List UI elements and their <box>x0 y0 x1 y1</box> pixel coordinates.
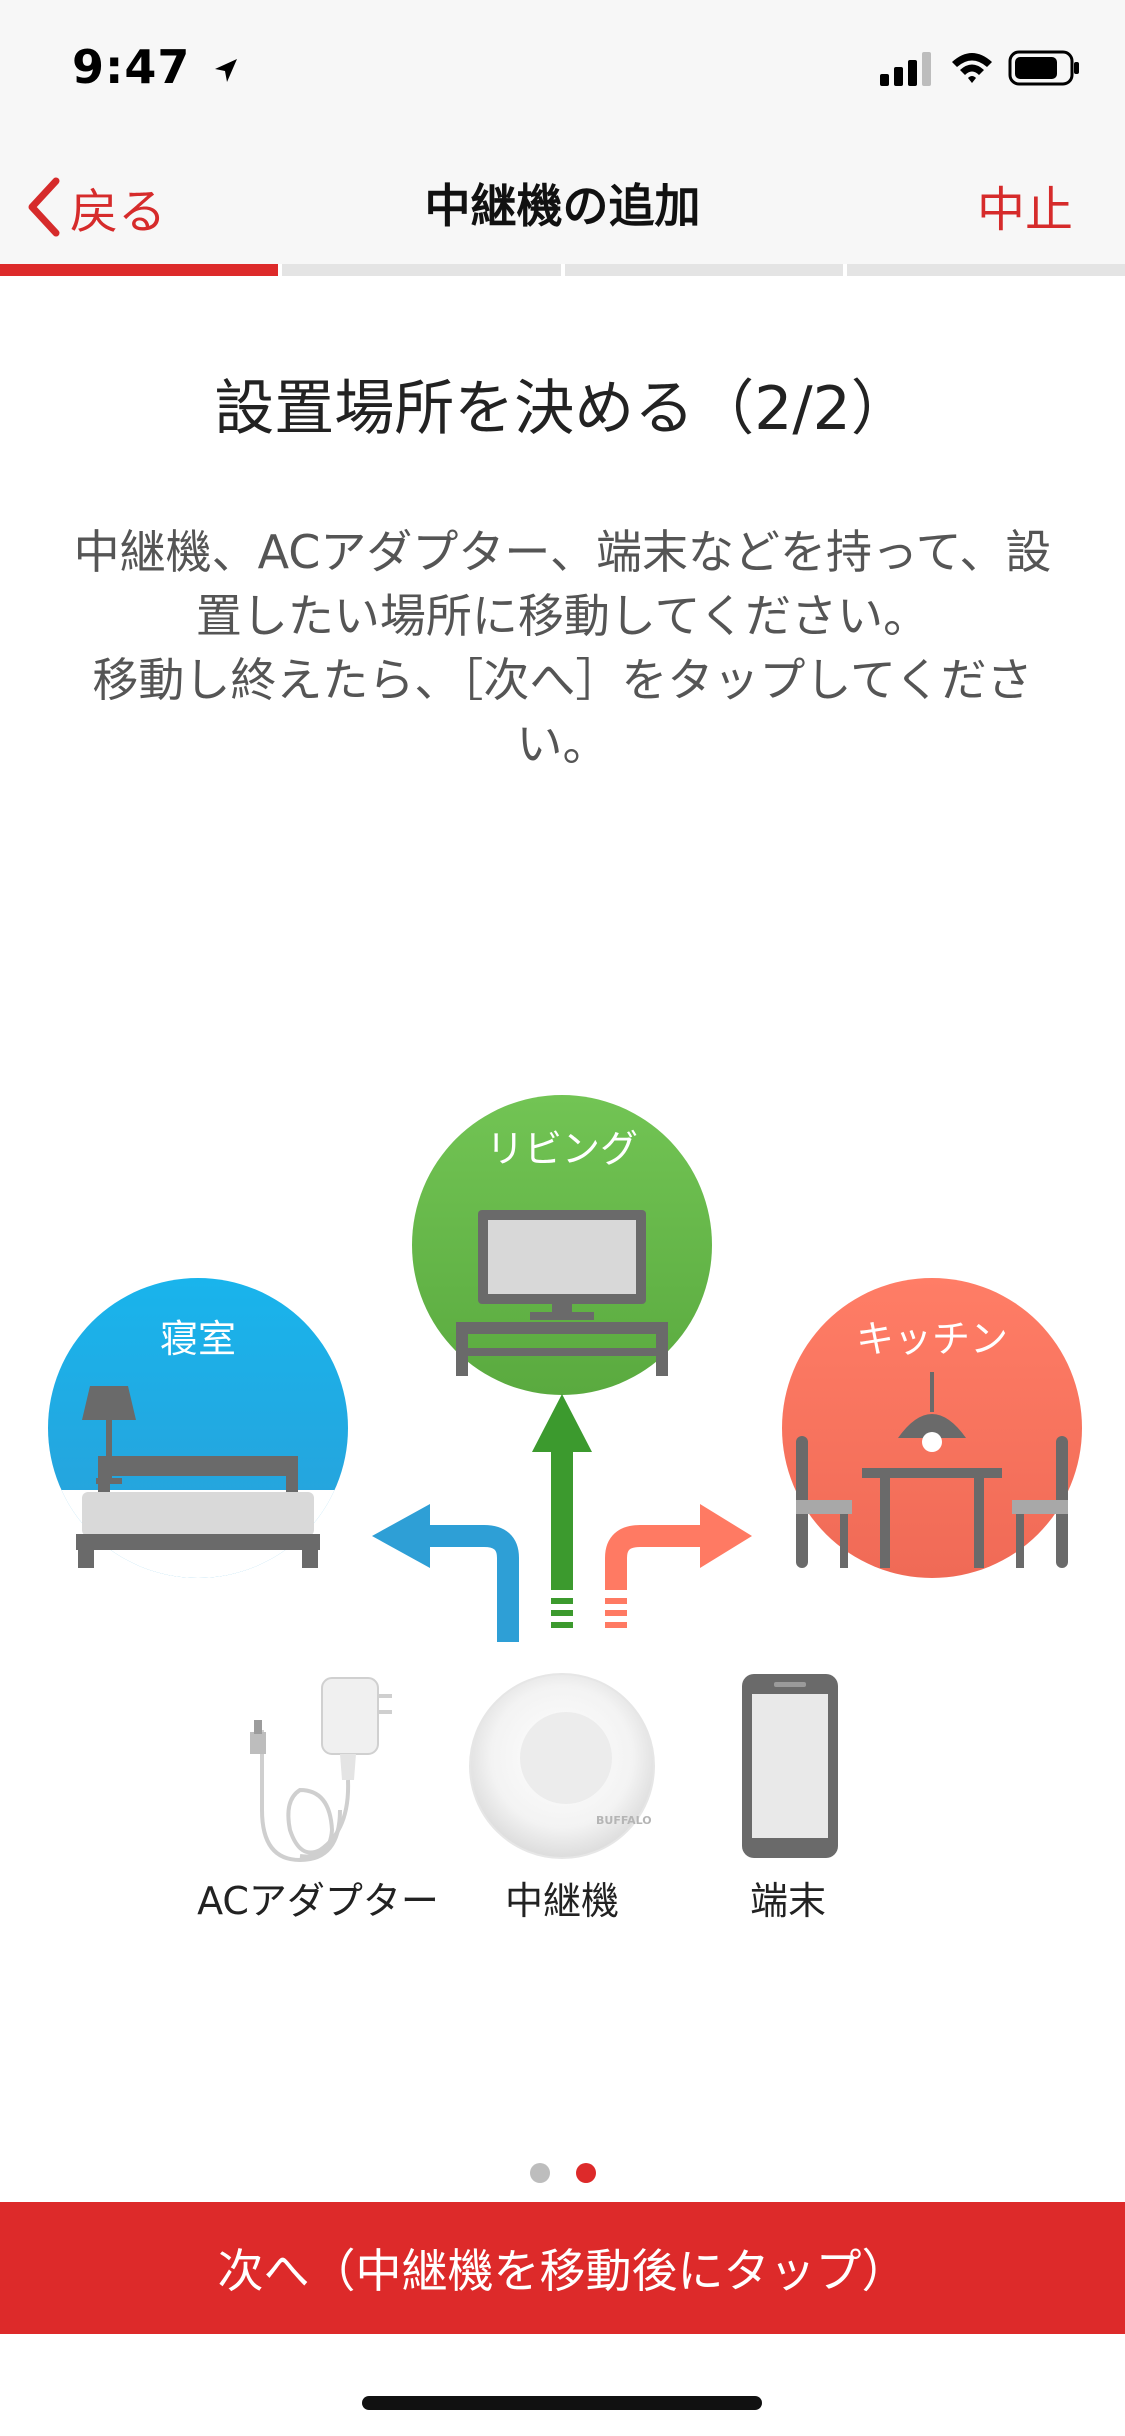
back-label: 戻る <box>70 184 167 240</box>
ac-adapter-icon <box>250 1677 392 1863</box>
kitchen-label: キッチン <box>856 1317 1008 1361</box>
arrow-to-living-icon <box>532 1394 592 1628</box>
battery-icon <box>1008 50 1079 86</box>
chevron-left-icon <box>28 177 60 237</box>
back-button[interactable]: 戻る <box>24 162 166 252</box>
living-room-icon: リビング <box>412 1095 712 1395</box>
page-dot-2 <box>575 2163 596 2183</box>
step-heading: 設置場所を決める（2/2） <box>214 374 911 444</box>
home-indicator <box>362 2396 762 2410</box>
next-button[interactable]: 次へ（中継機を移動後にタップ） <box>0 2202 1125 2334</box>
page-dot-1 <box>529 2163 550 2183</box>
bedroom-label: 寝室 <box>160 1317 236 1361</box>
repeater-device-icon: BUFFALO <box>469 1673 655 1859</box>
progress-segment-3 <box>564 264 843 276</box>
cancel-button[interactable]: 中止 <box>976 182 1073 238</box>
bedroom-room-icon: 寝室 <box>48 1278 348 1578</box>
living-label: リビング <box>486 1127 638 1171</box>
location-arrow-icon <box>215 58 238 82</box>
status-time: 9:47 <box>72 40 241 94</box>
kitchen-room-icon: キッチン <box>782 1278 1082 1578</box>
ac-adapter-label: ACアダプター <box>197 1879 439 1923</box>
repeater-label: 中継機 <box>505 1879 619 1923</box>
progress-segment-4 <box>846 264 1125 276</box>
arrow-to-kitchen-icon <box>605 1504 752 1628</box>
status-bar: 9:47 <box>0 0 1125 140</box>
page-title: 中継機の追加 <box>424 179 701 233</box>
device-label: 端末 <box>750 1879 826 1923</box>
cellular-signal-icon <box>880 52 931 86</box>
wifi-icon <box>952 53 992 83</box>
placement-illustration: 寝室 リビング キッチン <box>48 1095 1082 1923</box>
progress-segment-2 <box>282 264 561 276</box>
progress-segment-1 <box>0 264 279 276</box>
smartphone-icon <box>742 1674 838 1858</box>
step-progress-bar <box>0 264 1125 276</box>
repeater-brand-text: BUFFALO <box>596 1814 652 1827</box>
clock-text: 9:47 <box>72 40 191 94</box>
arrow-to-bedroom-icon <box>372 1504 519 1642</box>
navigation-bar: 戻る 中継機の追加 中止 <box>0 140 1125 272</box>
page-indicator <box>0 2163 1125 2183</box>
instruction-text: 中継機、ACアダプター、端末などを持って、設置したい場所に移動してください。 移… <box>73 525 1052 771</box>
